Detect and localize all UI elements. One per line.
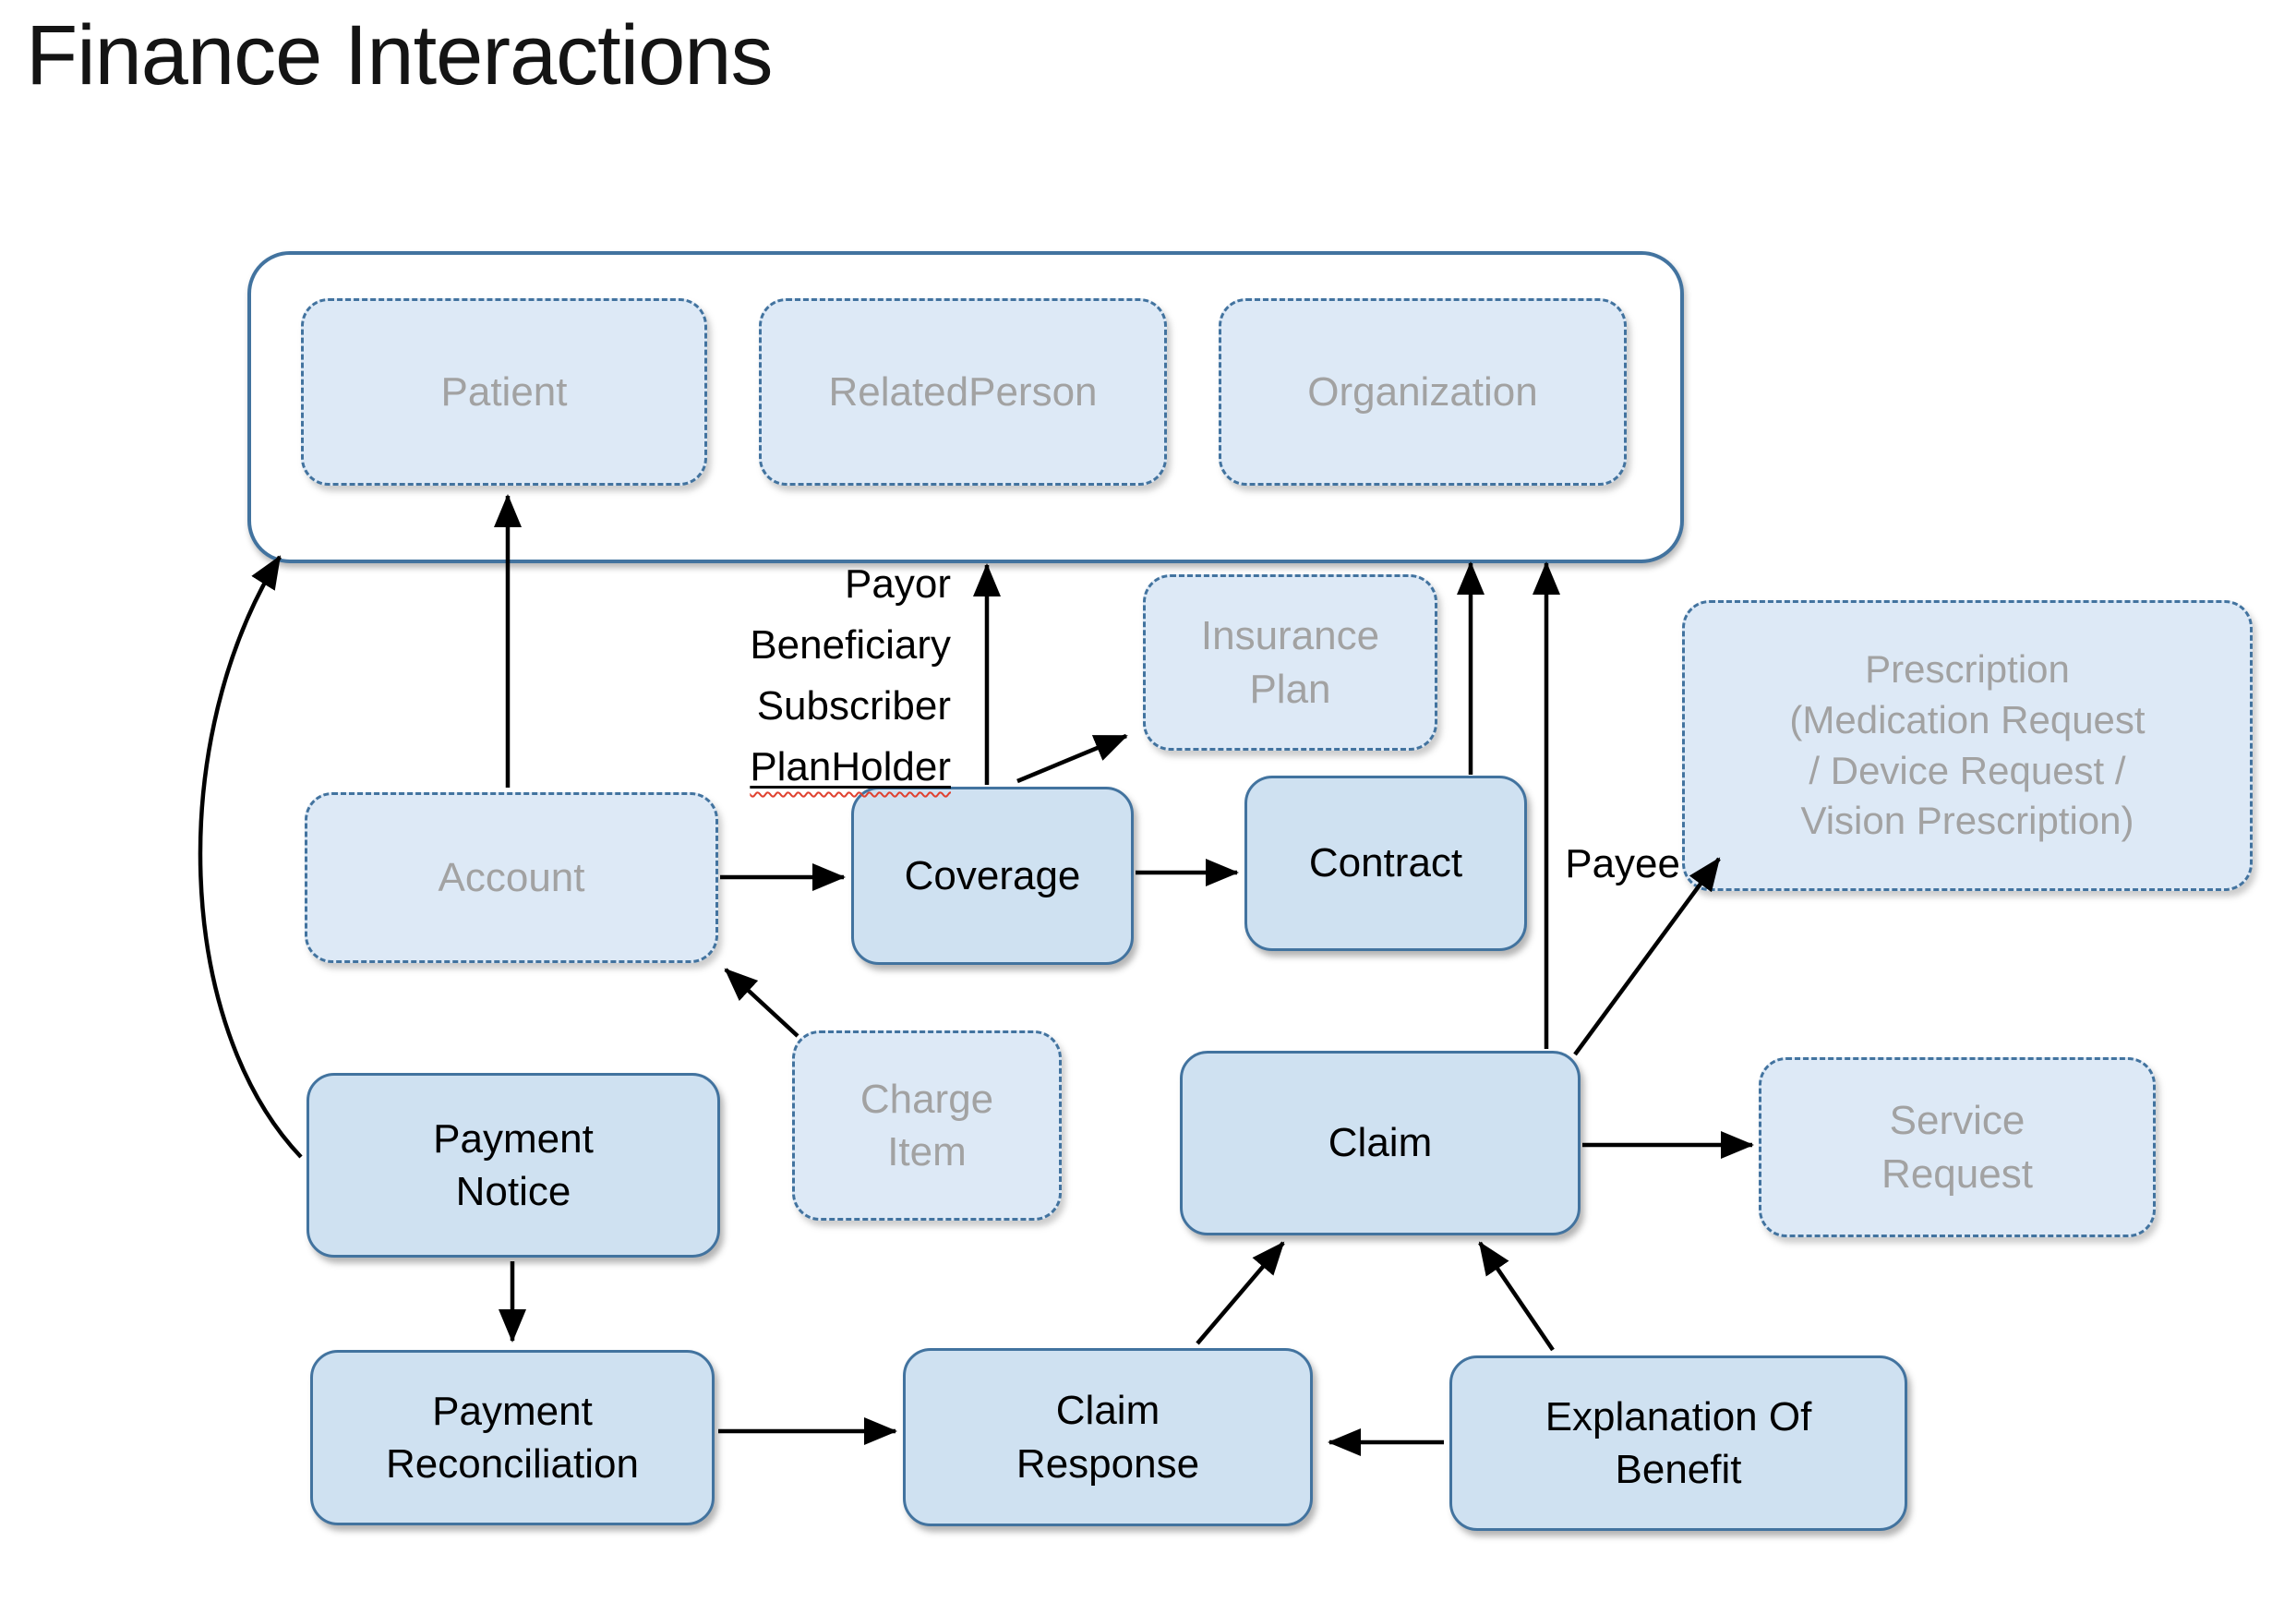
label-subscriber: Subscriber: [756, 683, 951, 729]
label-payor: Payor: [845, 561, 951, 607]
node-contract-label: Contract: [1308, 840, 1463, 886]
node-related-person-label: RelatedPerson: [828, 368, 1098, 415]
node-insurance-plan-label: Insurance Plan: [1200, 613, 1380, 712]
coverage-references-label: Payor Beneficiary Subscriber PlanHolder: [674, 554, 951, 798]
node-related-person: RelatedPerson: [759, 298, 1167, 486]
edge-explanation-of-benefit-to-claim: [1478, 1241, 1555, 1352]
node-payment-notice: Payment Notice: [307, 1073, 720, 1258]
node-claim-label: Claim: [1328, 1120, 1433, 1166]
node-claim: Claim: [1180, 1051, 1581, 1235]
edge-claim-response-to-claim: [1196, 1241, 1285, 1345]
node-claim-response-label: Claim Response: [1016, 1388, 1200, 1487]
node-claim-response: Claim Response: [903, 1348, 1313, 1526]
node-charge-item: Charge Item: [792, 1030, 1062, 1221]
node-insurance-plan: Insurance Plan: [1143, 574, 1437, 751]
node-patient: Patient: [301, 298, 707, 486]
node-service-request: Service Request: [1759, 1057, 2156, 1237]
node-account-label: Account: [438, 854, 585, 900]
node-patient-label: Patient: [440, 368, 568, 415]
edge-charge-item-to-account: [724, 968, 799, 1038]
edge-coverage-to-insurance-plan: [1016, 733, 1128, 784]
label-planholder: PlanHolder: [750, 744, 951, 789]
node-organization: Organization: [1219, 298, 1627, 486]
node-prescription-label: Prescription (Medication Request / Devic…: [1789, 647, 2146, 843]
node-explanation-of-benefit-label: Explanation Of Benefit: [1545, 1393, 1812, 1492]
edge-payment-notice-to-party-group: [198, 555, 303, 1159]
node-contract: Contract: [1244, 776, 1527, 951]
node-payment-notice-label: Payment Notice: [433, 1115, 594, 1214]
node-coverage: Coverage: [851, 787, 1134, 965]
node-payment-reconciliation: Payment Reconciliation: [310, 1350, 715, 1525]
node-prescription: Prescription (Medication Request / Devic…: [1682, 600, 2253, 891]
node-payment-reconciliation-label: Payment Reconciliation: [386, 1388, 639, 1487]
node-service-request-label: Service Request: [1881, 1098, 2033, 1197]
page-title: Finance Interactions: [26, 8, 773, 102]
label-beneficiary: Beneficiary: [750, 622, 951, 668]
payee-label: Payee: [1565, 841, 1680, 886]
node-account: Account: [305, 792, 718, 963]
node-charge-item-label: Charge Item: [859, 1076, 994, 1174]
node-coverage-label: Coverage: [904, 852, 1081, 898]
node-explanation-of-benefit: Explanation Of Benefit: [1449, 1355, 1907, 1531]
node-organization-label: Organization: [1307, 368, 1538, 415]
